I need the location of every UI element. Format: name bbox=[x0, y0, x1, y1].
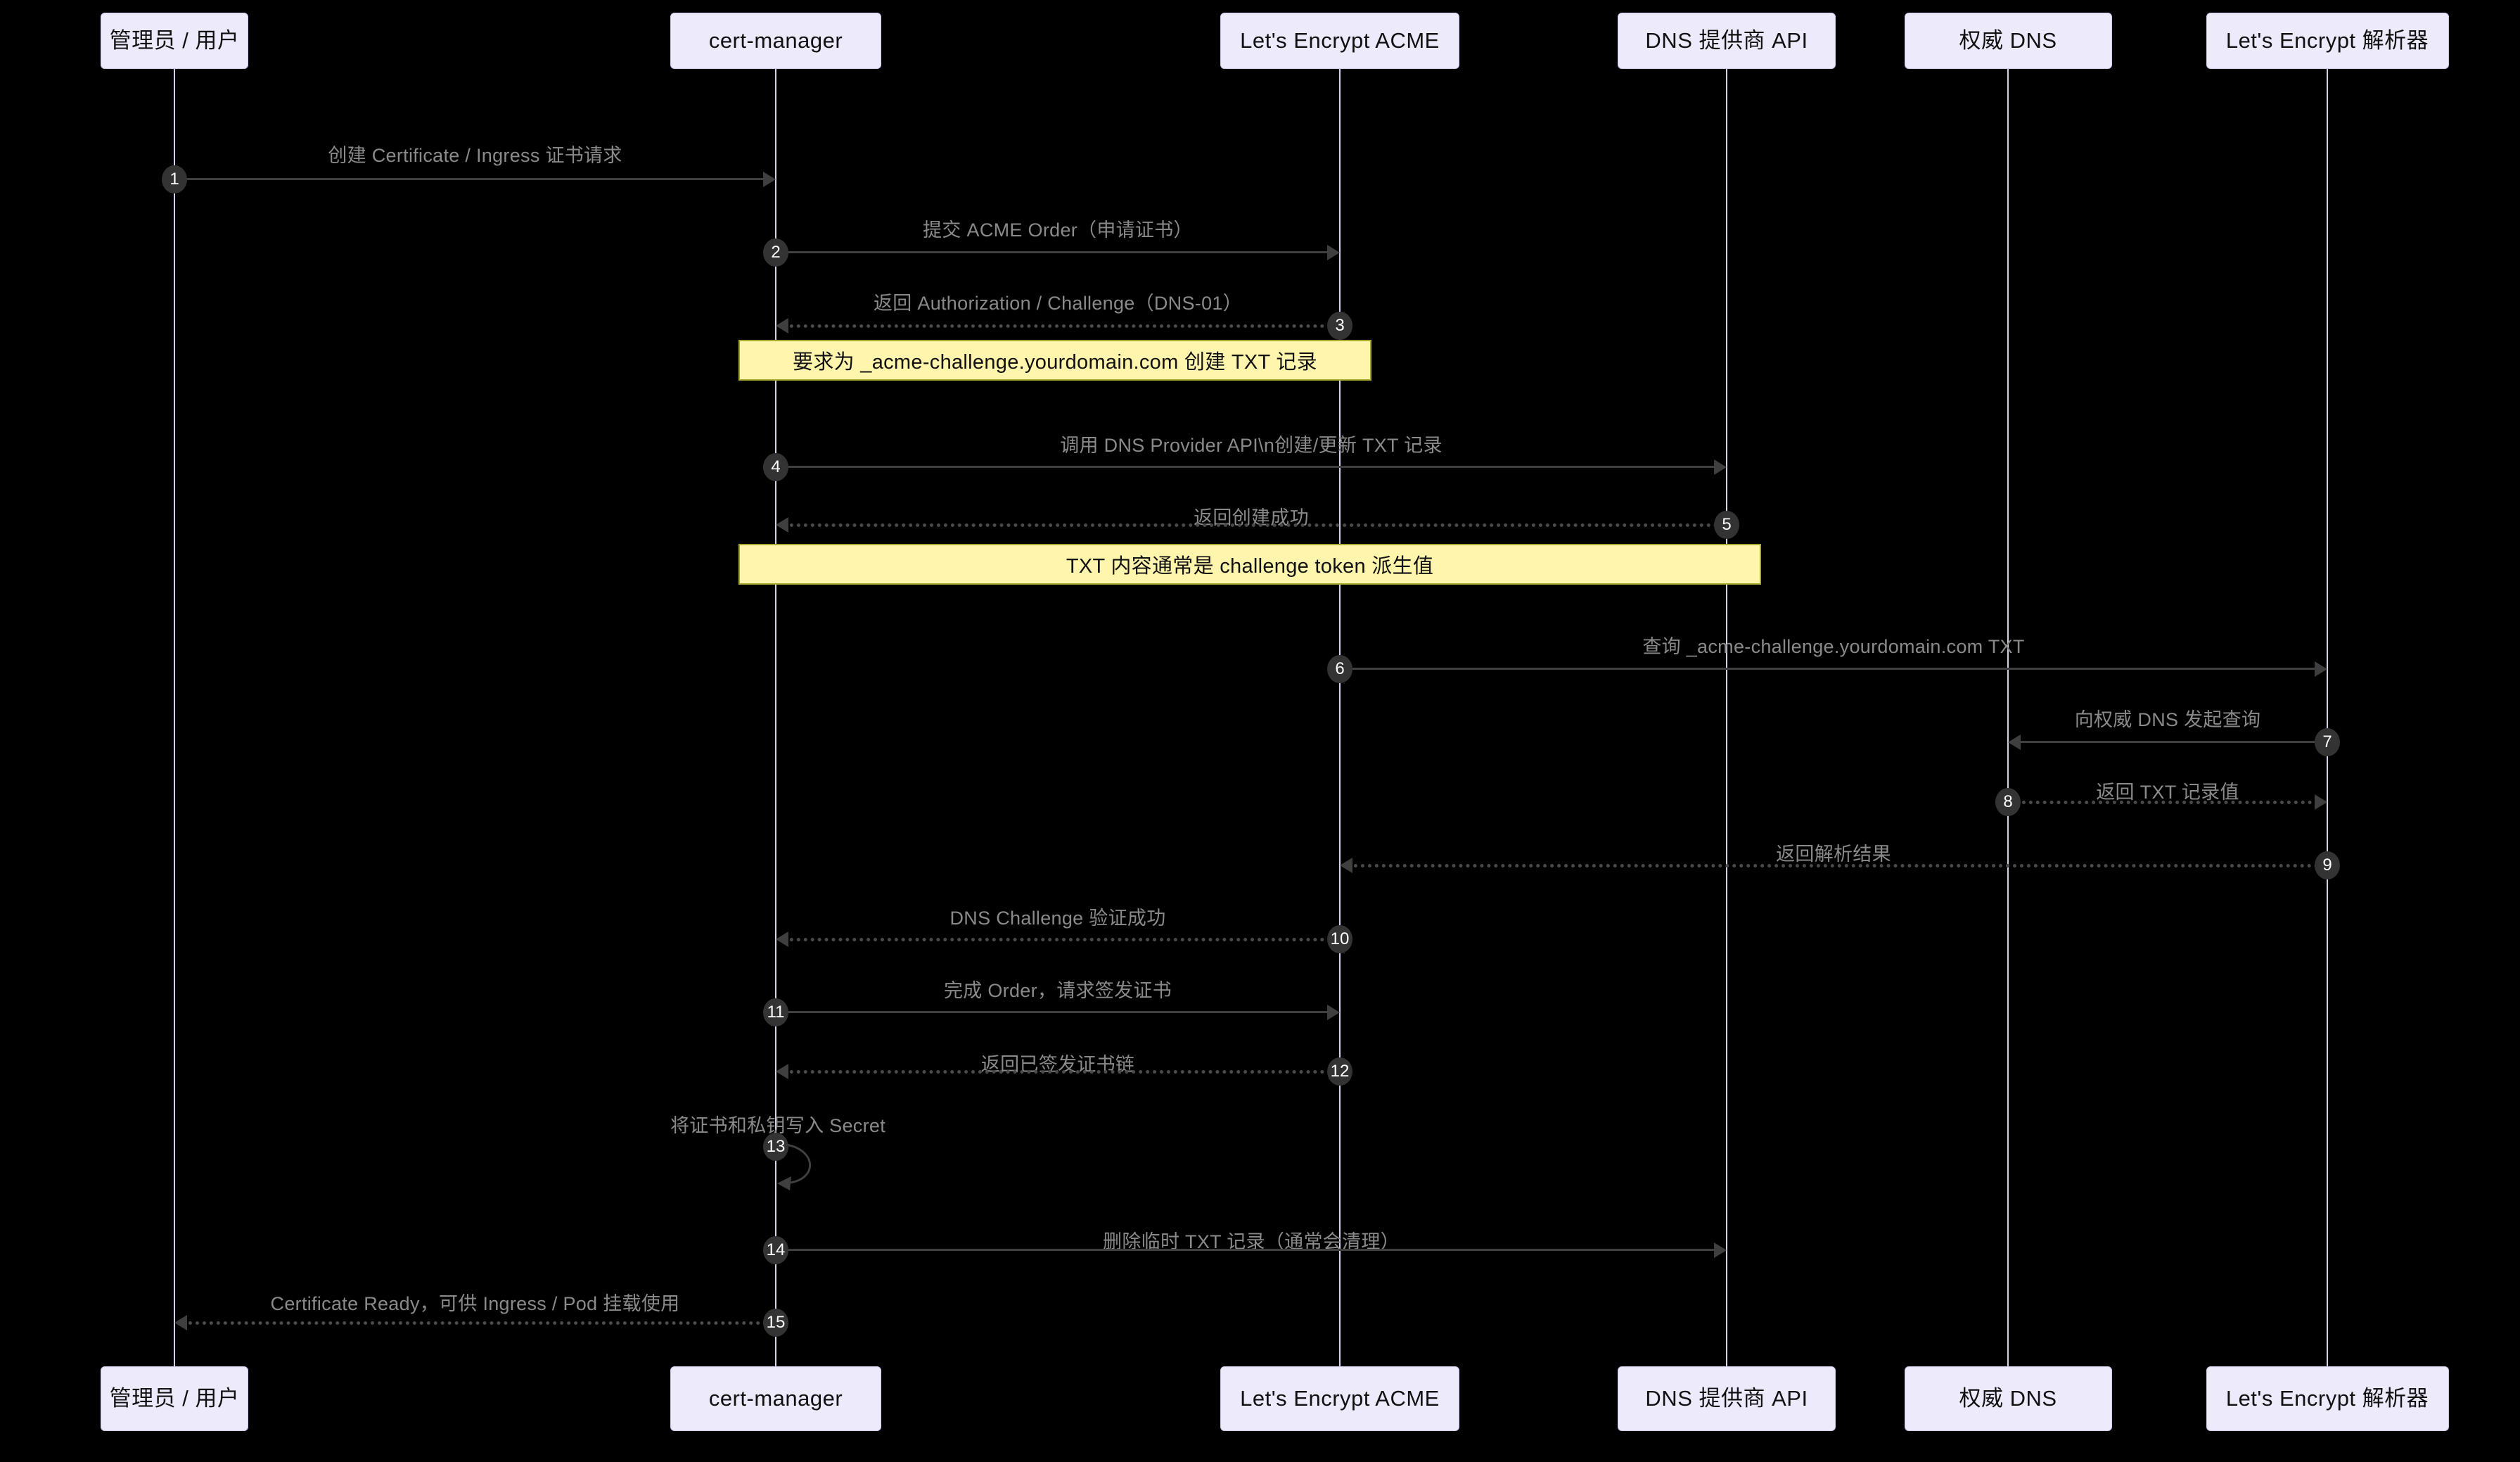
actor-label: Let's Encrypt ACME bbox=[1240, 28, 1440, 53]
actor-box-top-dnsapi: DNS 提供商 API bbox=[1618, 13, 1836, 69]
message-line-5 bbox=[783, 523, 1718, 527]
actor-label: 管理员 / 用户 bbox=[109, 28, 240, 53]
message-label-11: 完成 Order，请求签发证书 bbox=[943, 980, 1172, 1001]
message-label-3: 返回 Authorization / Challenge（DNS-01） bbox=[873, 293, 1243, 314]
actor-label: cert-manager bbox=[708, 1386, 843, 1411]
message-seq-badge-7: 7 bbox=[2315, 728, 2340, 756]
message-seq-badge-11: 11 bbox=[763, 998, 788, 1026]
message-arrowhead-10 bbox=[776, 932, 788, 947]
message-seq-badge-8: 8 bbox=[1995, 788, 2021, 816]
lifeline-acme bbox=[1339, 69, 1341, 1366]
actor-label: Let's Encrypt 解析器 bbox=[2225, 1386, 2429, 1411]
actor-label: DNS 提供商 API bbox=[1645, 28, 1808, 53]
actor-label: Let's Encrypt ACME bbox=[1240, 1386, 1440, 1411]
actor-box-bottom-dnsapi: DNS 提供商 API bbox=[1618, 1366, 1836, 1431]
message-arrowhead-9 bbox=[1340, 858, 1352, 873]
lifeline-user bbox=[174, 69, 175, 1366]
message-arrowhead-1 bbox=[763, 172, 776, 187]
message-label-4: 调用 DNS Provider API\n创建/更新 TXT 记录 bbox=[1060, 435, 1443, 456]
message-arrowhead-8 bbox=[2315, 794, 2327, 810]
actor-label: Let's Encrypt 解析器 bbox=[2225, 28, 2429, 53]
actor-label: 权威 DNS bbox=[1959, 28, 2057, 53]
lifeline-resolver bbox=[2327, 69, 2328, 1366]
message-label-8: 返回 TXT 记录值 bbox=[2096, 782, 2239, 803]
message-line-6 bbox=[1347, 668, 2319, 670]
note-txt-content: TXT 内容通常是 challenge token 派生值 bbox=[738, 544, 1761, 585]
message-arrowhead-15 bbox=[174, 1315, 187, 1330]
message-seq-badge-14: 14 bbox=[763, 1236, 788, 1264]
message-seq-badge-2: 2 bbox=[763, 239, 788, 267]
actor-label: cert-manager bbox=[708, 28, 843, 53]
message-seq-badge-12: 12 bbox=[1327, 1057, 1352, 1086]
message-line-15 bbox=[181, 1321, 767, 1325]
message-seq-badge-13: 13 bbox=[763, 1133, 788, 1161]
actor-box-bottom-certmgr: cert-manager bbox=[670, 1366, 881, 1431]
message-seq-badge-6: 6 bbox=[1327, 655, 1352, 683]
actor-box-top-resolver: Let's Encrypt 解析器 bbox=[2206, 13, 2449, 69]
message-line-3 bbox=[783, 324, 1331, 328]
message-line-12 bbox=[783, 1070, 1331, 1074]
lifeline-dnsapi bbox=[1726, 69, 1727, 1366]
actor-label: 管理员 / 用户 bbox=[109, 1386, 240, 1411]
message-seq-badge-5: 5 bbox=[1714, 511, 1739, 539]
message-seq-badge-4: 4 bbox=[763, 453, 788, 481]
message-seq-badge-1: 1 bbox=[162, 165, 187, 193]
note-txt-request: 要求为 _acme-challenge.yourdomain.com 创建 TX… bbox=[738, 340, 1371, 381]
message-arrowhead-14 bbox=[1714, 1242, 1727, 1258]
actor-label: DNS 提供商 API bbox=[1645, 1386, 1808, 1411]
message-line-2 bbox=[783, 251, 1331, 253]
message-label-1: 创建 Certificate / Ingress 证书请求 bbox=[328, 145, 622, 166]
message-seq-badge-10: 10 bbox=[1327, 925, 1352, 953]
message-arrowhead-5 bbox=[776, 517, 788, 533]
message-arrowhead-11 bbox=[1327, 1005, 1340, 1020]
message-line-10 bbox=[783, 938, 1331, 941]
actor-box-bottom-acme: Let's Encrypt ACME bbox=[1220, 1366, 1459, 1431]
actor-box-bottom-resolver: Let's Encrypt 解析器 bbox=[2206, 1366, 2449, 1431]
actor-box-top-certmgr: cert-manager bbox=[670, 13, 881, 69]
actor-box-top-acme: Let's Encrypt ACME bbox=[1220, 13, 1459, 69]
message-label-9: 返回解析结果 bbox=[1776, 844, 1891, 865]
lifeline-certmgr bbox=[775, 69, 776, 1366]
message-line-8 bbox=[2015, 801, 2319, 804]
message-label-10: DNS Challenge 验证成功 bbox=[949, 908, 1166, 929]
message-seq-badge-9: 9 bbox=[2315, 851, 2340, 879]
message-arrowhead-3 bbox=[776, 318, 788, 333]
message-arrowhead-2 bbox=[1327, 245, 1340, 260]
message-line-11 bbox=[783, 1011, 1331, 1013]
message-label-6: 查询 _acme-challenge.yourdomain.com TXT bbox=[1642, 636, 2025, 657]
actor-label: 权威 DNS bbox=[1959, 1386, 2057, 1411]
message-seq-badge-15: 15 bbox=[763, 1309, 788, 1337]
message-arrowhead-12 bbox=[776, 1064, 788, 1079]
message-line-9 bbox=[1347, 864, 2319, 867]
message-label-7: 向权威 DNS 发起查询 bbox=[2074, 709, 2261, 730]
message-line-4 bbox=[783, 466, 1718, 468]
message-seq-badge-3: 3 bbox=[1327, 312, 1352, 340]
message-arrowhead-4 bbox=[1714, 459, 1727, 475]
actor-box-top-user: 管理员 / 用户 bbox=[101, 13, 248, 69]
message-line-14 bbox=[783, 1249, 1718, 1251]
actor-box-bottom-authdns: 权威 DNS bbox=[1904, 1366, 2112, 1431]
actor-box-top-authdns: 权威 DNS bbox=[1904, 13, 2112, 69]
lifeline-authdns bbox=[2007, 69, 2009, 1366]
note-text: 要求为 _acme-challenge.yourdomain.com 创建 TX… bbox=[793, 351, 1317, 374]
message-line-1 bbox=[181, 178, 767, 180]
self-message-arrow-13 bbox=[776, 1143, 811, 1190]
note-text: TXT 内容通常是 challenge token 派生值 bbox=[1066, 555, 1434, 578]
message-line-7 bbox=[2015, 741, 2319, 743]
message-label-2: 提交 ACME Order（申请证书） bbox=[923, 220, 1193, 241]
actor-box-bottom-user: 管理员 / 用户 bbox=[101, 1366, 248, 1431]
message-label-15: Certificate Ready，可供 Ingress / Pod 挂载使用 bbox=[270, 1293, 680, 1314]
message-arrowhead-7 bbox=[2008, 735, 2021, 750]
message-arrowhead-6 bbox=[2315, 661, 2327, 677]
